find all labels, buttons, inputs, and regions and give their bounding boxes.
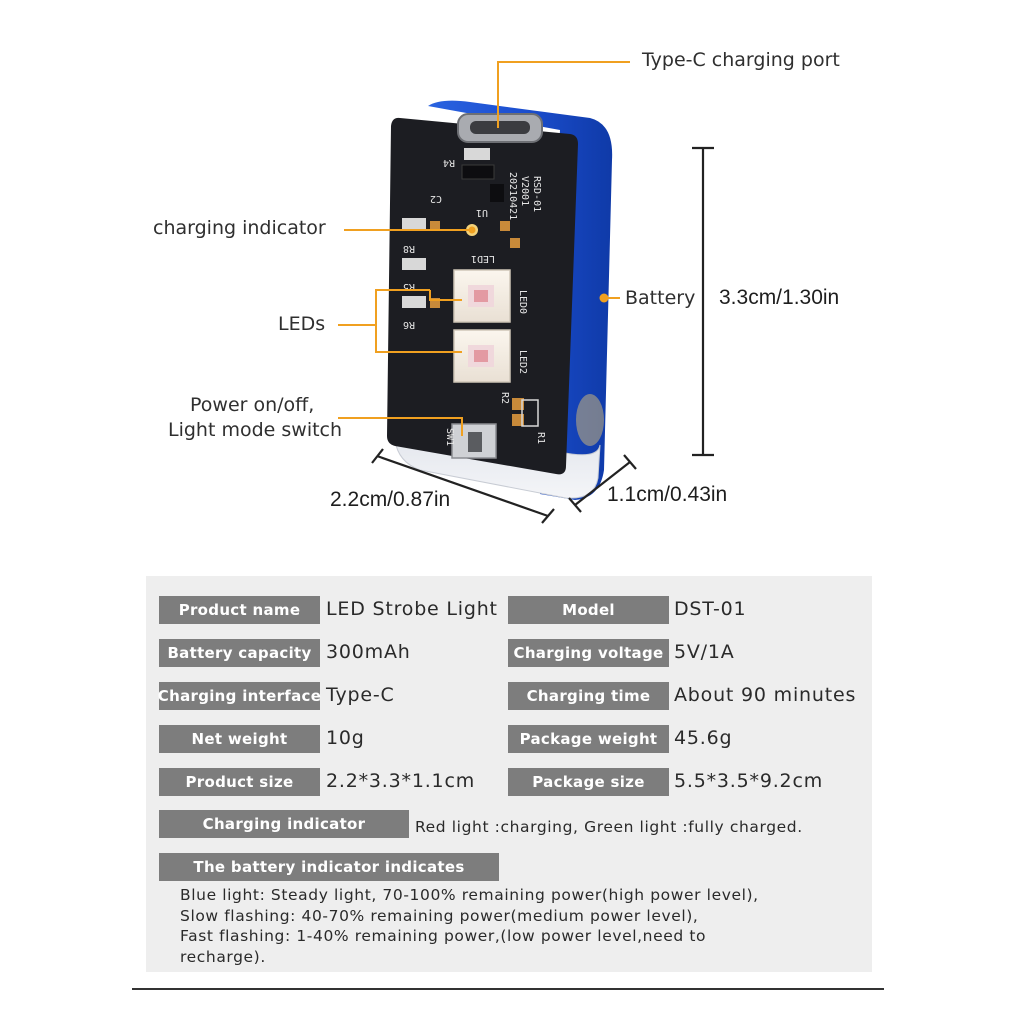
label-charging-time: Charging time bbox=[508, 682, 669, 710]
callout-type-c-port: Type-C charging port bbox=[642, 49, 840, 71]
battery-indicator-line: recharge). bbox=[180, 947, 266, 966]
label-product-size: Product size bbox=[159, 768, 320, 796]
dimension-depth: 1.1cm/0.43in bbox=[607, 483, 728, 506]
silk-r1: R1 bbox=[535, 432, 546, 444]
value-package-weight: 45.6g bbox=[674, 727, 733, 749]
label-model: Model bbox=[508, 596, 669, 624]
product-illustration: R4 C2 U1 R8 R5 R6 LED1 LED0 LED2 SW1 R1 … bbox=[338, 61, 714, 524]
dimension-width: 2.2cm/0.87in bbox=[330, 488, 451, 511]
value-charging-interface: Type-C bbox=[326, 684, 395, 706]
silk-sw1: SW1 bbox=[444, 428, 455, 446]
dimension-lines bbox=[371, 146, 714, 524]
label-package-size: Package size bbox=[508, 768, 669, 796]
label-battery-indicator: The battery indicator indicates bbox=[159, 853, 499, 881]
value-charging-indicator: Red light :charging, Green light :fully … bbox=[415, 818, 803, 836]
value-net-weight: 10g bbox=[326, 727, 365, 749]
silk-led0: LED0 bbox=[517, 290, 528, 314]
label-charging-voltage: Charging voltage bbox=[508, 639, 669, 667]
label-charging-indicator: Charging indicator bbox=[159, 810, 409, 838]
silk-r5: R5 bbox=[403, 281, 415, 292]
silk-led2: LED2 bbox=[517, 350, 528, 374]
led-0 bbox=[453, 269, 511, 323]
led-2 bbox=[453, 329, 511, 383]
silk-version: V2001 bbox=[519, 176, 530, 206]
battery-indicator-line: Fast flashing: 1-40% remaining power,(lo… bbox=[180, 927, 707, 945]
value-battery-capacity: 300mAh bbox=[326, 641, 411, 663]
value-model: DST-01 bbox=[674, 598, 747, 620]
silk-c2: C2 bbox=[430, 193, 442, 204]
dimension-height: 3.3cm/1.30in bbox=[719, 286, 840, 309]
silk-date: 20210421 bbox=[507, 172, 518, 220]
silk-r6: R6 bbox=[403, 319, 415, 330]
value-product-size: 2.2*3.3*1.1cm bbox=[326, 770, 476, 792]
value-product-name: LED Strobe Light bbox=[326, 598, 498, 620]
bottom-divider bbox=[132, 988, 884, 990]
silk-u1: U1 bbox=[476, 207, 488, 218]
battery-indicator-line: Slow flashing: 40-70% remaining power(me… bbox=[180, 906, 699, 925]
battery-indicator-description: Blue light: Steady light, 70-100% remain… bbox=[180, 885, 759, 967]
silk-r8: R8 bbox=[403, 243, 415, 254]
battery-indicator-line: Blue light: Steady light, 70-100% remain… bbox=[180, 886, 759, 904]
label-product-name: Product name bbox=[159, 596, 320, 624]
label-charging-interface: Charging interface bbox=[158, 682, 321, 710]
value-package-size: 5.5*3.5*9.2cm bbox=[674, 770, 824, 792]
callout-power-line1: Power on/off, bbox=[190, 394, 315, 416]
label-battery-capacity: Battery capacity bbox=[159, 639, 320, 667]
silk-r4: R4 bbox=[443, 157, 455, 168]
callout-lines bbox=[338, 61, 630, 436]
silk-led1: LED1 bbox=[471, 253, 495, 264]
silk-board-id: RSD-01 bbox=[531, 176, 542, 212]
callout-battery: Battery bbox=[625, 287, 696, 309]
callout-charging-indicator: charging indicator bbox=[153, 217, 326, 239]
callout-leds: LEDs bbox=[278, 313, 326, 335]
silk-r2: R2 bbox=[499, 392, 510, 404]
callout-power-line2: Light mode switch bbox=[168, 419, 343, 441]
power-switch bbox=[451, 423, 497, 459]
value-charging-voltage: 5V/1A bbox=[674, 641, 735, 663]
value-charging-time: About 90 minutes bbox=[674, 684, 857, 706]
label-net-weight: Net weight bbox=[159, 725, 320, 753]
pcb-board: R4 C2 U1 R8 R5 R6 LED1 LED0 LED2 SW1 R1 … bbox=[387, 113, 578, 475]
label-package-weight: Package weight bbox=[508, 725, 669, 753]
